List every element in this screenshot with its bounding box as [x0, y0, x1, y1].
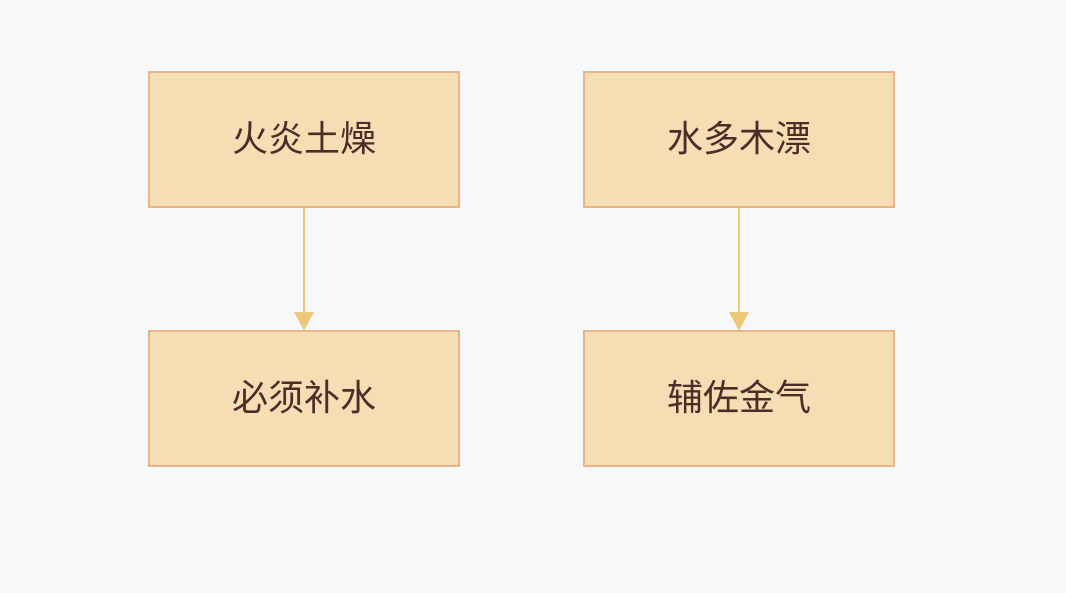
node-label: 必须补水 [232, 378, 376, 419]
node-label: 辅佐金气 [667, 378, 811, 419]
arrowhead-icon [729, 312, 749, 331]
node-assist-metal-qi: 辅佐金气 [583, 330, 895, 467]
node-label: 火炎土燥 [232, 119, 376, 160]
node-box [583, 330, 895, 467]
node-box [148, 330, 460, 467]
node-box [148, 71, 460, 208]
node-label: 水多木漂 [667, 119, 811, 160]
edge-wood-to-metal [729, 207, 749, 331]
node-water-wood-float: 水多木漂 [583, 71, 895, 208]
edge-fire-to-water [294, 207, 314, 331]
node-fire-earth-dry: 火炎土燥 [148, 71, 460, 208]
node-must-add-water: 必须补水 [148, 330, 460, 467]
arrowhead-icon [294, 312, 314, 331]
node-box [583, 71, 895, 208]
